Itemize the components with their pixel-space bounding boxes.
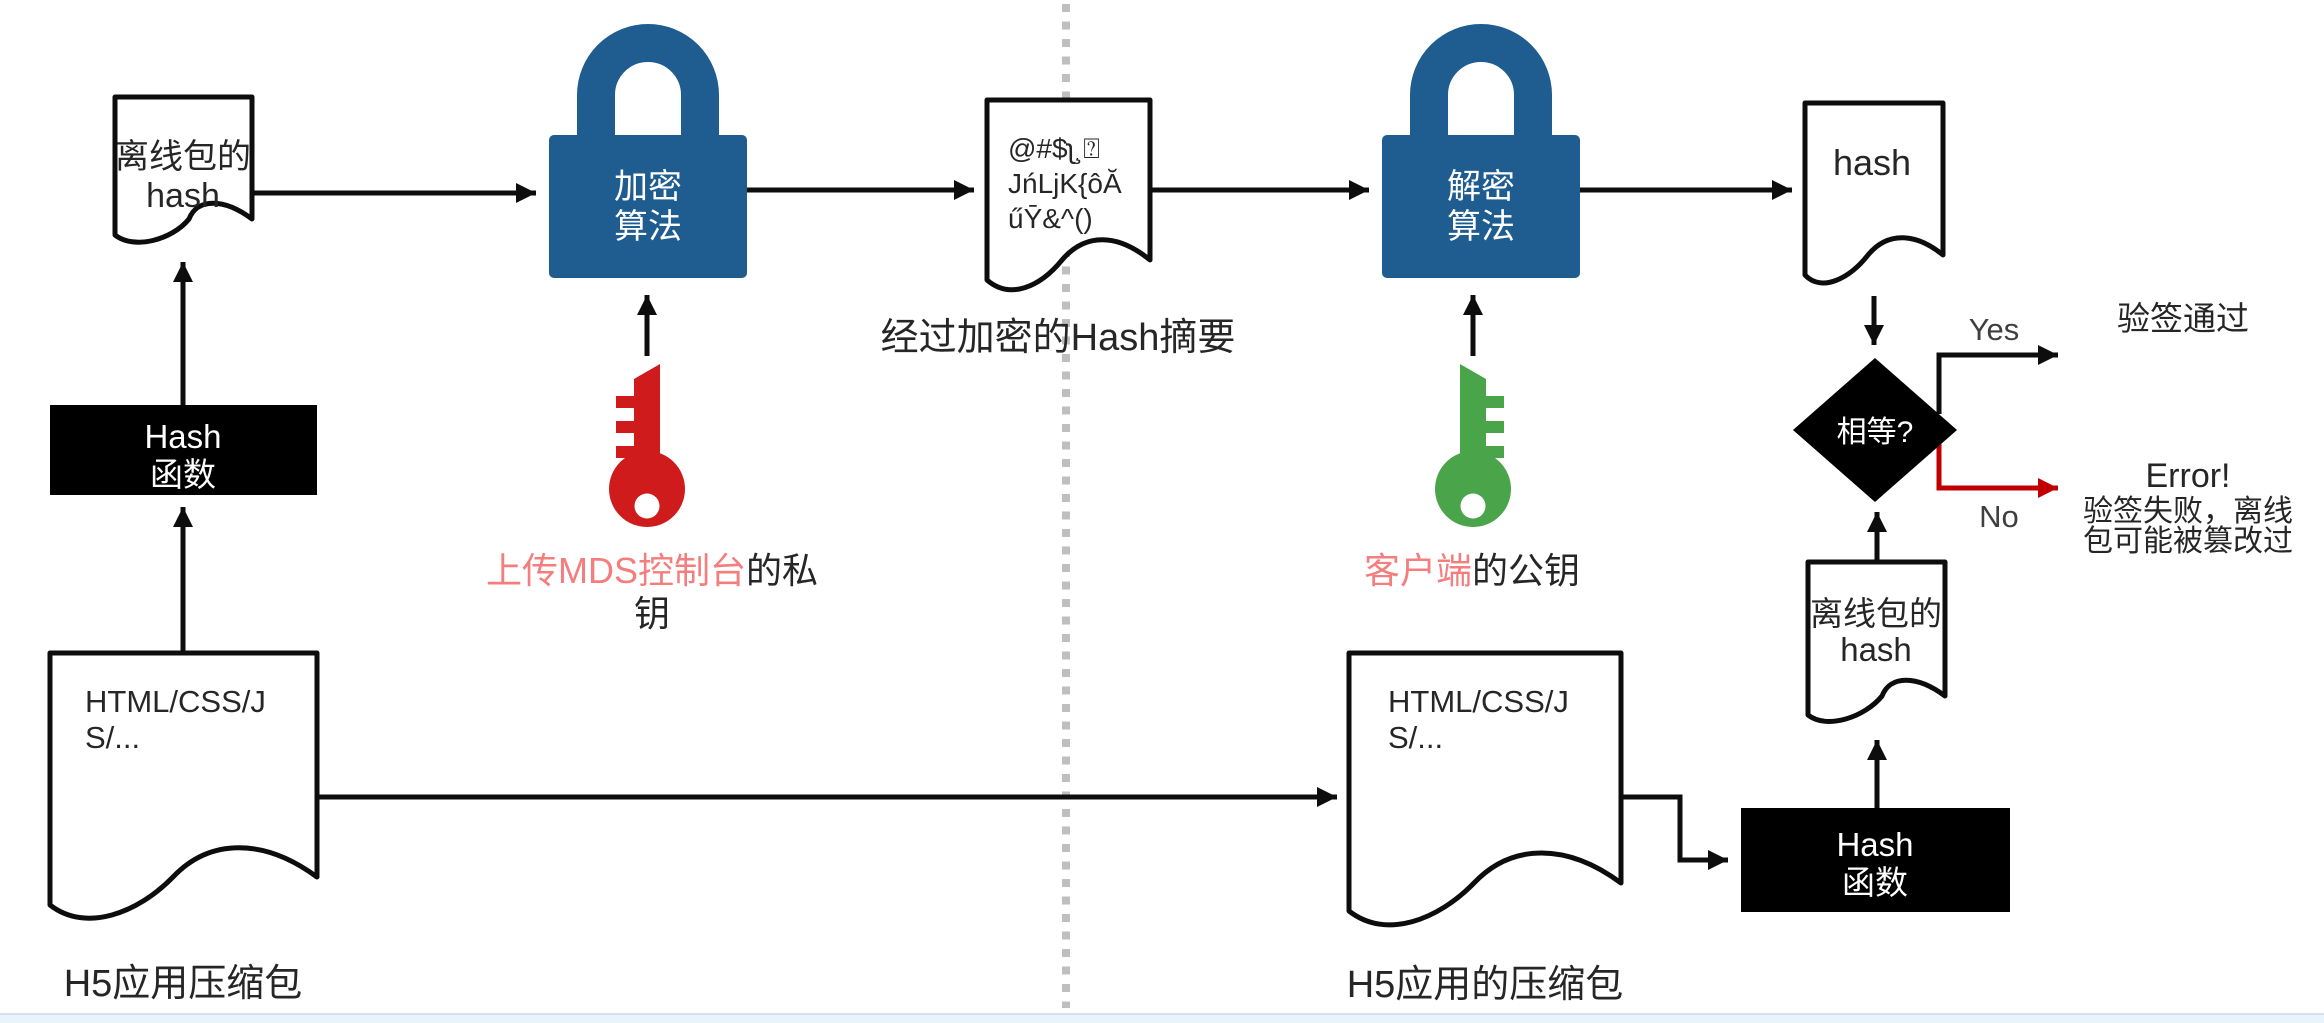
label-private-key-rest: 的私 [746,550,818,591]
label-public-key-highlight: 客户端 [1364,550,1472,591]
hash-function-box-right-text1: Hash [1836,826,1913,863]
lock-encrypt-text2: 算法 [614,208,682,246]
label-private-key-line1: 上传MDS控制台的私 [486,550,818,591]
diamond-equal-text: 相等? [1837,416,1914,449]
document-hash-client [1802,100,1946,286]
document-offline-hash-right-text1: 离线包的 [1810,595,1942,632]
private-key-icon [609,364,685,527]
hash-function-box-left-text2: 函数 [150,456,216,493]
label-private-key-highlight: 上传MDS控制台 [486,550,746,591]
lock-encrypt-body [549,135,747,278]
lock-decrypt-text1: 解密 [1447,168,1515,206]
lock-decrypt-body [1382,135,1580,278]
label-private-key-line2: 钥 [634,593,670,634]
document-source-left-text2: S/... [85,720,140,755]
document-encrypted-digest-text1: @#$ʅ¸⍰ [1008,133,1100,165]
document-encrypted-digest-text3: űȲ&^() [1008,203,1093,234]
arrow-no-branch [1936,442,2058,498]
document-source-right [1346,650,1624,928]
label-error-line2: 包可能被篡改过 [2083,525,2293,558]
diamond-equal [1793,358,1957,502]
lock-decrypt-shackle [1410,24,1552,142]
document-offline-hash-right [1805,559,1948,724]
document-source-left [47,650,320,921]
document-source-right-text2: S/... [1388,720,1443,755]
label-public-key-rest: 的公钥 [1472,550,1580,591]
hash-function-box-left-text1: Hash [144,418,221,455]
label-public-key: 客户端的公钥 [1364,550,1580,591]
document-hash-client-text: hash [1833,142,1911,183]
hash-function-box-left [50,405,317,495]
public-key-icon [1435,364,1511,527]
lock-encrypt-shackle [577,24,719,142]
arrow-yes-branch [1936,345,2058,414]
hash-function-box-right [1741,808,2010,912]
label-error-title: Error! [2146,457,2231,495]
document-offline-hash-left-text1: 离线包的 [115,138,251,176]
document-offline-hash-left [112,94,255,245]
label-package-left: H5应用压缩包 [64,963,303,1005]
document-source-left-text1: HTML/CSS/J [85,684,266,719]
label-no: No [1979,499,2019,534]
label-error-line1: 验签失败，离线 [2083,495,2293,528]
document-encrypted-digest [984,97,1153,293]
bottom-strip [0,1014,2324,1023]
label-verify-pass: 验签通过 [2117,300,2249,337]
lock-decrypt-text2: 算法 [1447,208,1515,246]
document-encrypted-digest-text2: JńLjK{ôĂ [1008,168,1122,199]
document-offline-hash-left-text2: hash [146,177,220,215]
document-offline-hash-right-text2: hash [1840,631,1912,668]
hash-function-box-right-text2: 函数 [1842,864,1908,901]
label-yes: Yes [1969,312,2020,347]
arrow-source2-to-hashfn2 [1621,794,1728,870]
document-source-right-text1: HTML/CSS/J [1388,684,1569,719]
label-package-right: H5应用的压缩包 [1347,964,1624,1006]
label-encrypted-digest: 经过加密的Hash摘要 [881,317,1236,359]
lock-encrypt-text1: 加密 [614,168,682,206]
